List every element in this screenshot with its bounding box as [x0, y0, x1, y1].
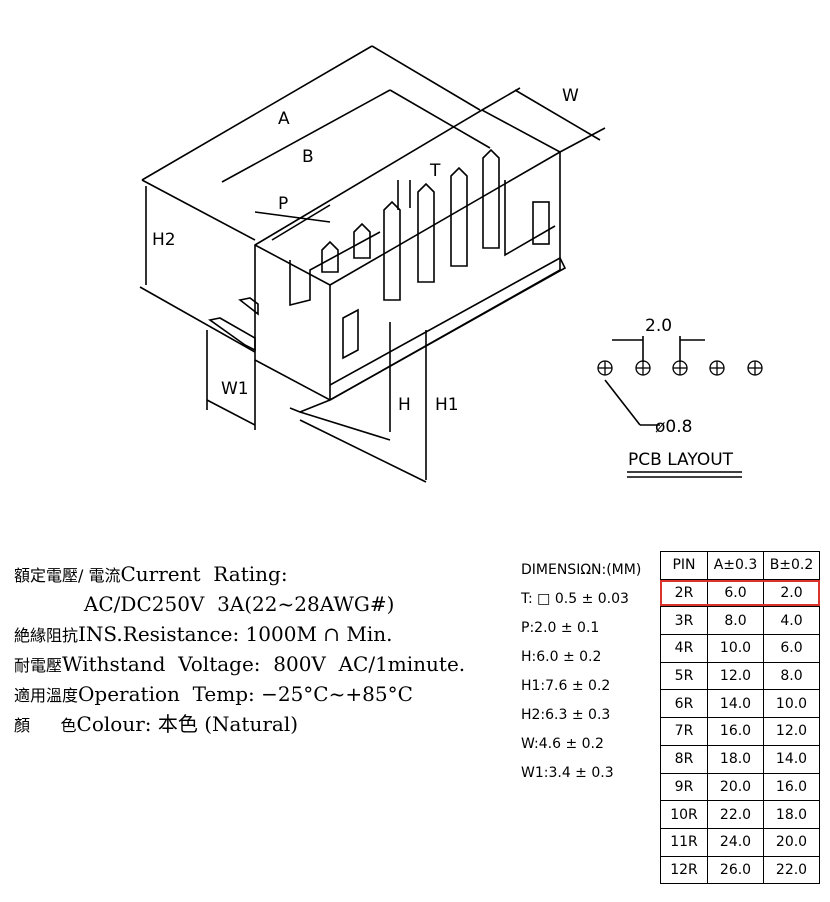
cell-b: 12.0	[763, 717, 820, 746]
cell-b: 8.0	[763, 661, 820, 691]
cell-a: 24.0	[707, 827, 764, 857]
pcb-layout-title: PCB LAYOUT	[628, 450, 734, 470]
dimension-h: H:6.0 ± 0.2	[521, 649, 602, 665]
cell-pin: 12R	[660, 855, 708, 885]
cell-b: 2.0	[763, 578, 820, 608]
dimension-w: W:4.6 ± 0.2	[521, 736, 604, 752]
cell-a: 16.0	[707, 717, 764, 746]
cell-pin: 10R	[660, 800, 708, 829]
cell-a: 8.0	[707, 606, 764, 636]
dimension-list: DIMENSIΩN:(MM) T: □ 0.5 ± 0.03 P:2.0 ± 0…	[521, 556, 641, 788]
dimension-title: DIMENSIΩN:(MM)	[521, 562, 642, 578]
label-w: W	[562, 86, 579, 106]
cell-pin: 5R	[660, 661, 708, 691]
cell-b: 10.0	[763, 689, 820, 719]
dimension-p: P:2.0 ± 0.1	[521, 620, 600, 636]
label-w1: W1	[221, 379, 249, 399]
spec-current-rating: 額定電壓/ 電流Current Rating:	[14, 562, 288, 586]
cell-a: 20.0	[707, 772, 764, 802]
label-t: T	[429, 161, 441, 181]
dimension-h1: H1:7.6 ± 0.2	[521, 678, 611, 694]
cell-pin: 7R	[660, 717, 708, 746]
highlight-box	[660, 580, 820, 606]
cell-a: 26.0	[707, 855, 764, 885]
header-a: A±0.3	[707, 551, 764, 580]
label-a: A	[278, 109, 290, 129]
cell-b: 14.0	[763, 744, 820, 774]
cell-a: 22.0	[707, 800, 764, 829]
label-h2: H2	[152, 230, 176, 250]
pcb-hole-size: ø0.8	[655, 417, 692, 437]
cell-b: 18.0	[763, 800, 820, 829]
spec-voltage: AC/DC250V 3A(22~28AWG#)	[14, 592, 395, 616]
pcb-holes	[597, 360, 763, 376]
header-b: B±0.2	[763, 551, 820, 580]
cell-b: 22.0	[763, 855, 820, 885]
spec-list: 額定電壓/ 電流Current Rating: AC/DC250V 3A(22~…	[14, 560, 465, 740]
dimension-h2: H2:6.3 ± 0.3	[521, 707, 611, 723]
spec-withstand-voltage: 耐電壓Withstand Voltage: 800V AC/1minute.	[14, 652, 466, 676]
cell-b: 16.0	[763, 772, 820, 802]
cell-pin: 2R	[660, 578, 708, 608]
spec-operation-temp: 適用溫度Operation Temp: −25°C~+85°C	[14, 682, 413, 706]
label-p: P	[278, 194, 288, 214]
cell-pin: 3R	[660, 606, 708, 636]
spec-colour: 顏 色Colour: 本色 (Natural)	[14, 712, 299, 736]
cell-a: 12.0	[707, 661, 764, 691]
cell-pin: 9R	[660, 772, 708, 802]
cell-b: 6.0	[763, 634, 820, 663]
cell-b: 20.0	[763, 827, 820, 857]
table-header-row: PIN A±0.3 B±0.2	[660, 551, 820, 580]
cell-pin: 8R	[660, 744, 708, 774]
cell-b: 4.0	[763, 606, 820, 636]
cell-pin: 11R	[660, 827, 708, 857]
cell-a: 18.0	[707, 744, 764, 774]
connector-drawing: A B P T W H2 W1 H H1 2.0 ø0.8 PCB LAYOUT	[139, 45, 763, 483]
dimension-w1: W1:3.4 ± 0.3	[521, 765, 614, 781]
cell-pin: 4R	[660, 634, 708, 663]
dimension-t: T: □ 0.5 ± 0.03	[521, 591, 629, 607]
pcb-pitch: 2.0	[645, 316, 672, 336]
label-h: H	[398, 395, 411, 415]
spec-ins-resistance: 絶緣阻抗INS.Resistance: 1000M ∩ Min.	[14, 622, 393, 646]
label-h1: H1	[435, 395, 459, 415]
cell-pin: 6R	[660, 689, 708, 719]
cell-a: 10.0	[707, 634, 764, 663]
header-pin: PIN	[660, 551, 708, 580]
label-b: B	[302, 147, 314, 167]
cell-a: 14.0	[707, 689, 764, 719]
